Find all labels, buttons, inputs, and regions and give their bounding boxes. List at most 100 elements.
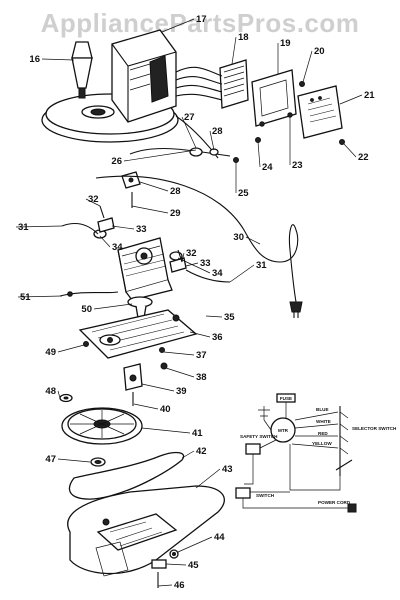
callout-36: 36: [212, 332, 223, 343]
cover-panel: [251, 69, 297, 127]
callout-31a: 31: [18, 222, 29, 233]
leader-line-40: [133, 403, 159, 410]
safety-switch-symbol: [245, 443, 261, 455]
wire-label-blue: BLUE: [316, 407, 329, 412]
callout-41: 41: [192, 428, 203, 439]
wire-label-red: RED: [318, 431, 328, 436]
callout-46: 46: [174, 580, 185, 591]
base-housing: [67, 485, 225, 588]
leader-line-26: [123, 149, 197, 162]
callout-45: 45: [188, 560, 199, 571]
leader-line-28a: [209, 130, 215, 151]
drive-belt: [68, 451, 185, 500]
callout-38: 38: [196, 372, 207, 383]
leader-line-51: [17, 295, 63, 298]
leader-line-27: [181, 116, 197, 149]
leader-line-38: [165, 367, 195, 378]
leader-line-32a: [85, 198, 101, 207]
large-pulley: [61, 407, 143, 445]
leader-line-31b: [229, 264, 255, 283]
terminal-block: [175, 59, 249, 109]
callout-44: 44: [214, 532, 225, 543]
callout-29: 29: [170, 208, 181, 219]
leader-line-28b: [139, 181, 169, 192]
leader-line-45: [165, 563, 187, 566]
leader-line-34b: [177, 257, 211, 274]
idler-parts: [123, 362, 168, 406]
callout-43: 43: [222, 464, 233, 475]
callout-28b: 28: [170, 186, 181, 197]
leader-line-31a: [15, 225, 63, 228]
motor-label: MTR: [278, 428, 289, 433]
callout-31b: 31: [256, 260, 267, 271]
safety-switch-label: SAFETY SWITCH: [240, 434, 278, 439]
callout-23: 23: [292, 160, 303, 171]
leader-line-33a: [111, 225, 135, 230]
callout-25: 25: [238, 188, 249, 199]
leader-line-17: [161, 18, 195, 33]
wire-label-yellow: YELLOW: [312, 441, 332, 446]
callout-35: 35: [224, 312, 235, 323]
wiring-schematic: MTR FUSE BLUE WHITE RED YELLOW SELECTOR …: [235, 393, 397, 513]
callout-22: 22: [358, 152, 369, 163]
callout-34a: 34: [112, 242, 123, 253]
callout-17: 17: [196, 14, 207, 25]
callout-33a: 33: [136, 224, 147, 235]
fuse-label: FUSE: [280, 396, 292, 401]
leader-line-42: [181, 450, 195, 459]
callout-32b: 32: [186, 248, 197, 259]
callout-51: 51: [20, 292, 31, 303]
leader-line-18: [231, 36, 237, 65]
callout-27: 27: [184, 112, 195, 123]
leader-line-47: [57, 458, 91, 463]
selector-switch-label: SELECTOR SWITCH: [352, 426, 397, 431]
callout-48: 48: [45, 386, 56, 397]
control-label-plate: [297, 85, 343, 139]
callout-33b: 33: [200, 258, 211, 269]
callout-37: 37: [196, 350, 207, 361]
leader-line-44: [177, 536, 213, 553]
mounting-plate: [78, 309, 198, 359]
callout-47: 47: [45, 454, 56, 465]
leader-line-43: [195, 468, 221, 489]
callout-18: 18: [238, 32, 249, 43]
callout-40: 40: [160, 404, 171, 415]
leader-line-24: [257, 141, 261, 168]
callout-19: 19: [280, 38, 291, 49]
switch-label: SWITCH: [256, 493, 275, 498]
callout-24: 24: [262, 162, 273, 173]
callout-42: 42: [196, 446, 207, 457]
wire-label-white: WHITE: [316, 419, 331, 424]
leader-line-29: [131, 205, 169, 214]
leader-line-35: [205, 315, 223, 318]
callout-39: 39: [176, 386, 187, 397]
leader-lines: [15, 18, 363, 587]
leader-line-46: [157, 584, 173, 587]
leader-line-21: [339, 94, 363, 105]
leader-line-50: [93, 303, 133, 310]
power-cord-label: POWER CORD: [318, 500, 351, 505]
callout-16: 16: [29, 54, 40, 65]
leader-line-48: [57, 390, 61, 399]
switch-symbol: [235, 487, 251, 499]
leader-line-39: [141, 383, 175, 392]
leader-line-20: [302, 50, 313, 83]
callout-34b: 34: [212, 268, 223, 279]
callout-21: 21: [364, 90, 375, 101]
callout-50: 50: [81, 304, 92, 315]
cable-wires: [95, 115, 303, 318]
callout-30: 30: [233, 232, 244, 243]
screws-top: [233, 81, 345, 163]
leader-line-36: [189, 331, 211, 338]
callout-labels: 1617181920212223242526272828293031313232…: [18, 14, 375, 591]
leader-line-30: [245, 236, 261, 245]
plug-symbol: [347, 503, 357, 513]
leader-line-41: [141, 427, 191, 434]
leader-line-22: [343, 143, 357, 158]
leader-line-34a: [99, 235, 111, 248]
motor-assembly: [59, 205, 231, 319]
leader-line-37: [163, 351, 195, 356]
leader-line-16: [41, 58, 75, 61]
